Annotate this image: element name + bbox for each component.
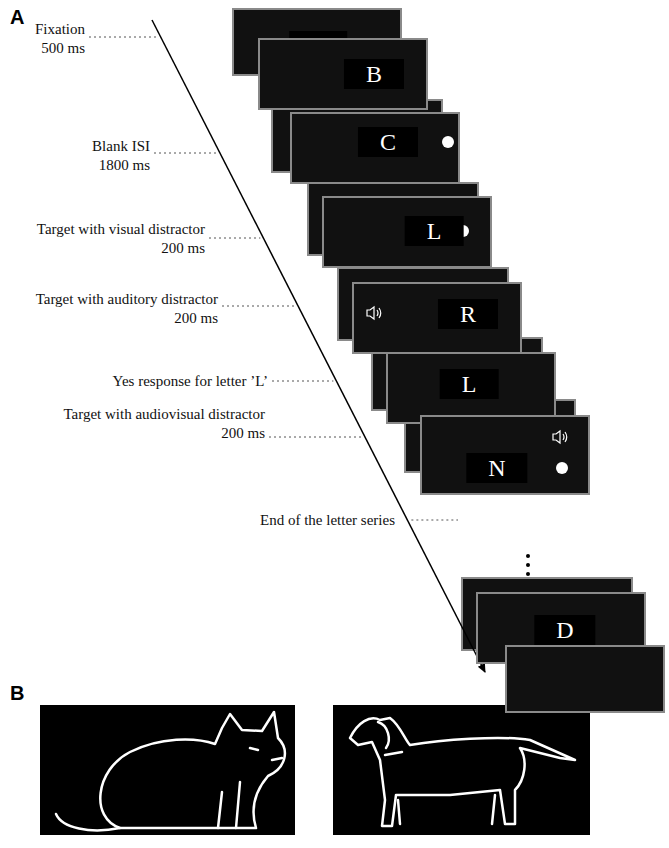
stimulus-screen: C (290, 112, 460, 184)
visual-distractor-dot (442, 136, 454, 148)
panel-letter: A (10, 6, 24, 29)
cat-panel (40, 705, 295, 835)
stimulus-screen: B (258, 38, 428, 110)
stimulus-screen: N (420, 415, 590, 495)
event-label: Target with audiovisual distractor 200 m… (43, 405, 265, 443)
event-label: Fixation 500 ms (14, 20, 85, 58)
leader-line (269, 437, 362, 438)
leader-lines (89, 37, 458, 520)
target-letter: R (438, 299, 498, 329)
leader-line (154, 153, 217, 154)
stimulus-screen: L (322, 196, 492, 268)
target-letter: D (534, 615, 595, 645)
target-letter: L (405, 216, 464, 246)
leader-line (209, 238, 260, 239)
stimulus-screen: R (352, 282, 522, 354)
leader-line (411, 520, 458, 521)
leader-line (222, 306, 295, 307)
speaker-icon (365, 305, 383, 321)
speaker-icon (551, 429, 569, 445)
target-letter: L (440, 369, 499, 399)
dog-panel (333, 705, 590, 835)
event-label: Yes response for letter ’L’ (113, 372, 268, 391)
event-label: Target with auditory distractor 200 ms (15, 290, 218, 328)
back-screens (272, 100, 632, 650)
event-label: Blank ISI 1800 ms (68, 137, 150, 175)
panel-letter: B (10, 682, 24, 705)
target-letter: C (358, 127, 418, 157)
leader-line (89, 37, 158, 38)
stimulus-screen: L (386, 352, 556, 424)
target-letter: B (344, 59, 404, 89)
target-letter: N (466, 453, 527, 483)
leader-line (272, 381, 333, 382)
ellipsis-dots (526, 554, 530, 576)
event-label: End of the letter series (260, 511, 395, 530)
dog-drawing (350, 718, 575, 826)
visual-distractor-dot (556, 462, 568, 474)
event-label: Target with visual distractor 200 ms (17, 220, 205, 258)
cat-drawing (56, 712, 285, 830)
end-screen (505, 645, 665, 713)
